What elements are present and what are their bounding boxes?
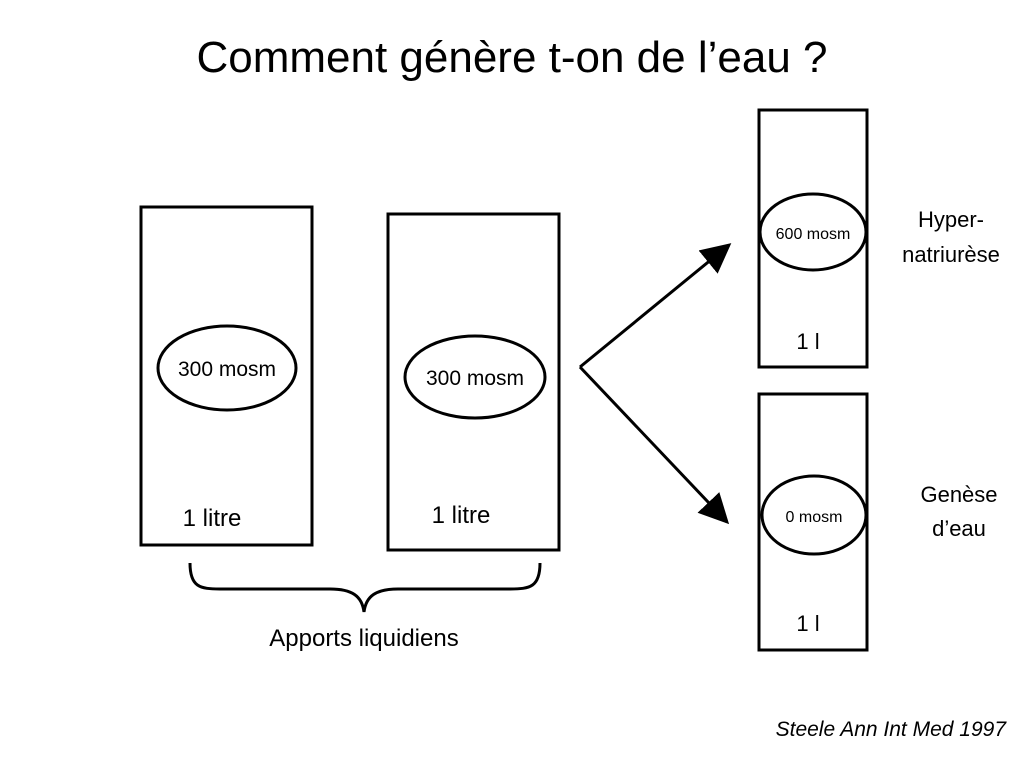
- outcome-label-bottom-line1: Genèse: [920, 482, 997, 507]
- slide-title: Comment génère t-on de l’eau ?: [196, 33, 828, 82]
- osmolality-ellipse-right: [403, 334, 547, 420]
- volume-label-bottom: 1 l: [796, 611, 819, 636]
- osmolality-ellipse-top: [758, 192, 868, 272]
- outcome-label-top-line2: natriurèse: [902, 242, 1000, 267]
- citation: Steele Ann Int Med 1997: [775, 718, 1006, 741]
- osmolality-ellipse-left: [156, 324, 298, 412]
- osmolality-label-top: 600 mosm: [776, 226, 851, 243]
- container-right-box: [386, 212, 561, 552]
- container-left-box: [139, 205, 314, 547]
- intake-brace: [188, 562, 542, 613]
- brace-label: Apports liquidiens: [269, 625, 458, 652]
- branch-arrow-up: [579, 243, 732, 369]
- osmolality-label-right: 300 mosm: [426, 367, 524, 390]
- branch-arrow-down: [578, 365, 730, 525]
- volume-label-right: 1 litre: [432, 502, 491, 529]
- container-top-box: [757, 108, 869, 369]
- outcome-container-bottom: 0 mosm 1 l: [757, 392, 869, 652]
- volume-label-left: 1 litre: [183, 505, 242, 532]
- outcome-label-top-line1: Hyper-: [918, 207, 984, 232]
- osmolality-ellipse-bottom: [760, 474, 868, 556]
- osmolality-label-bottom: 0 mosm: [786, 509, 843, 526]
- osmolality-label-left: 300 mosm: [178, 358, 276, 381]
- intake-container-right: 300 mosm 1 litre: [386, 212, 561, 552]
- outcome-container-top: 600 mosm 1 l: [757, 108, 869, 369]
- outcome-label-bottom-line2: d’eau: [932, 516, 986, 541]
- volume-label-top: 1 l: [796, 329, 819, 354]
- container-bottom-box: [757, 392, 869, 652]
- intake-container-left: 300 mosm 1 litre: [139, 205, 314, 547]
